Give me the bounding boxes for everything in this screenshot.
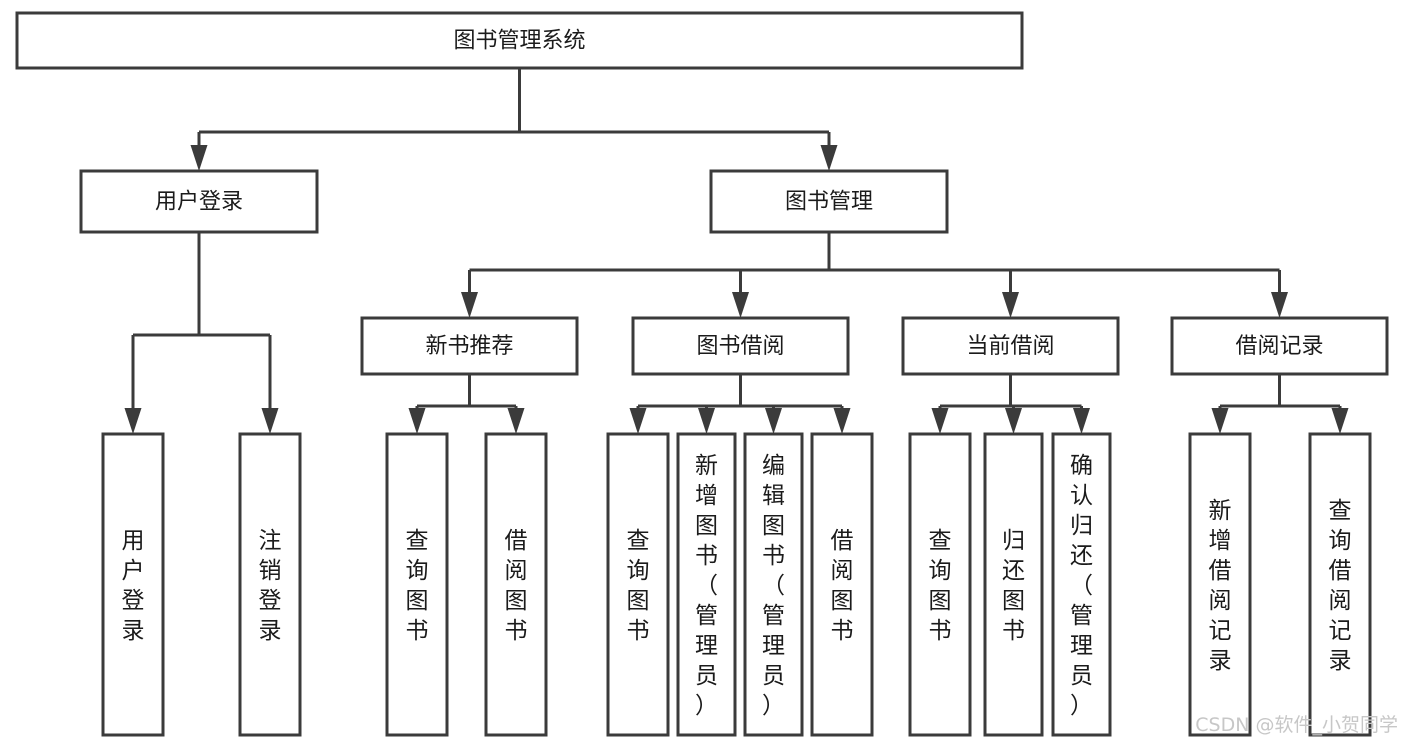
node-box[interactable] — [983, 432, 1044, 737]
node-leaf-6[interactable]: 新增图书（管理员） — [676, 432, 737, 737]
connector-arrowhead — [765, 408, 782, 434]
node-records[interactable]: 借阅记录 — [1170, 316, 1389, 376]
node-current[interactable]: 当前借阅 — [901, 316, 1120, 376]
connector-arrowhead — [698, 408, 715, 434]
connector-arrowhead — [461, 292, 478, 318]
node-leaf-12[interactable]: 新增借阅记录 — [1188, 432, 1252, 737]
node-label: 查询图书 — [627, 528, 650, 644]
node-label: 借阅图书 — [831, 528, 854, 644]
connector-arrowhead — [1005, 408, 1022, 434]
node-box[interactable] — [385, 432, 449, 737]
node-bookmgmt[interactable]: 图书管理 — [709, 169, 949, 234]
connector-arrowhead — [833, 408, 851, 434]
connector-arrowhead — [820, 145, 838, 171]
node-label: 注销登录 — [259, 528, 282, 644]
node-borrow[interactable]: 图书借阅 — [631, 316, 850, 376]
node-label: 新书推荐 — [425, 334, 513, 359]
node-label: 新增借阅记录 — [1209, 498, 1232, 674]
node-layer: 图书管理系统用户登录图书管理新书推荐图书借阅当前借阅借阅记录用户登录注销登录查询… — [15, 11, 1389, 737]
connector-arrowhead — [261, 408, 279, 434]
node-box[interactable] — [631, 316, 850, 376]
node-box[interactable] — [15, 11, 1024, 70]
node-box[interactable] — [1308, 432, 1372, 737]
node-box[interactable] — [1188, 432, 1252, 737]
connector-arrowhead — [1002, 292, 1019, 318]
node-box[interactable] — [238, 432, 302, 737]
node-box[interactable] — [709, 169, 949, 234]
node-login[interactable]: 用户登录 — [79, 169, 319, 234]
node-root[interactable]: 图书管理系统 — [15, 11, 1024, 70]
connector-arrowhead — [1073, 408, 1090, 434]
connector-arrowhead — [408, 408, 426, 434]
node-box[interactable] — [360, 316, 579, 376]
connector-arrowhead — [124, 408, 142, 434]
node-label: 确认归还（管理员） — [1070, 453, 1093, 719]
node-box[interactable] — [484, 432, 548, 737]
edge-group-login — [124, 232, 279, 434]
node-label: 归还图书 — [1002, 528, 1025, 644]
node-leaf-8[interactable]: 借阅图书 — [810, 432, 874, 737]
node-box[interactable] — [1051, 432, 1112, 737]
node-label: 查询借阅记录 — [1329, 498, 1352, 674]
node-label: 当前借阅 — [966, 334, 1054, 359]
node-leaf-3[interactable]: 查询图书 — [385, 432, 449, 737]
node-box[interactable] — [810, 432, 874, 737]
watermark-label: CSDN @软件_小贺同学 — [1195, 714, 1398, 736]
edge-group-newbook — [408, 374, 525, 434]
node-box[interactable] — [101, 432, 165, 737]
node-leaf-2[interactable]: 注销登录 — [238, 432, 302, 737]
connector-arrowhead — [1331, 408, 1349, 434]
node-box[interactable] — [743, 432, 804, 737]
node-box[interactable] — [606, 432, 670, 737]
node-leaf-10[interactable]: 归还图书 — [983, 432, 1044, 737]
node-box[interactable] — [79, 169, 319, 234]
connector-arrowhead — [507, 408, 525, 434]
node-box[interactable] — [1170, 316, 1389, 376]
edge-group-records — [1211, 374, 1349, 434]
edge-group-borrow — [629, 374, 851, 434]
node-label: 用户登录 — [155, 190, 243, 215]
node-leaf-9[interactable]: 查询图书 — [908, 432, 972, 737]
edge-group-root — [190, 68, 838, 171]
node-label: 查询图书 — [929, 528, 952, 644]
connector-layer — [124, 68, 1349, 434]
node-label: 用户登录 — [122, 528, 145, 644]
edge-group-bookmgmt — [461, 232, 1288, 318]
node-label: 新增图书（管理员） — [695, 453, 718, 719]
node-box[interactable] — [908, 432, 972, 737]
node-label: 图书借阅 — [696, 334, 784, 359]
node-leaf-11[interactable]: 确认归还（管理员） — [1051, 432, 1112, 737]
connector-arrowhead — [1211, 408, 1229, 434]
node-leaf-7[interactable]: 编辑图书（管理员） — [743, 432, 804, 737]
node-leaf-4[interactable]: 借阅图书 — [484, 432, 548, 737]
node-label: 借阅图书 — [505, 528, 528, 644]
connector-arrowhead — [732, 292, 749, 318]
node-leaf-5[interactable]: 查询图书 — [606, 432, 670, 737]
node-label: 编辑图书（管理员） — [762, 453, 785, 719]
connector-arrowhead — [931, 408, 949, 434]
connector-arrowhead — [1271, 292, 1288, 318]
node-label: 查询图书 — [406, 528, 429, 644]
node-leaf-13[interactable]: 查询借阅记录 — [1308, 432, 1372, 737]
connector-arrowhead — [629, 408, 647, 434]
connector-arrowhead — [190, 145, 208, 171]
node-label: 图书管理系统 — [453, 29, 585, 54]
node-box[interactable] — [676, 432, 737, 737]
node-label: 借阅记录 — [1235, 334, 1323, 359]
node-newbook[interactable]: 新书推荐 — [360, 316, 579, 376]
node-box[interactable] — [901, 316, 1120, 376]
node-leaf-1[interactable]: 用户登录 — [101, 432, 165, 737]
edge-group-current — [931, 374, 1090, 434]
node-label: 图书管理 — [785, 190, 873, 215]
